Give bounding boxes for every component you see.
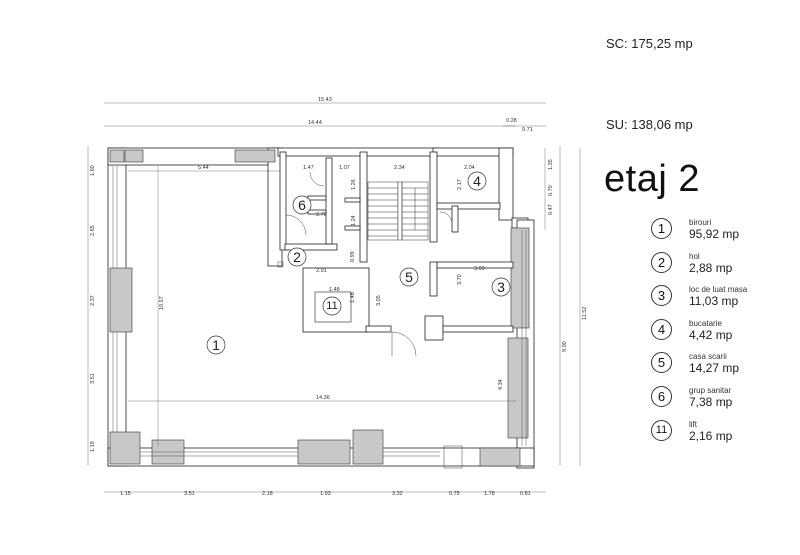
legend-item: 5 casa scarii 14,27 mp <box>651 352 791 378</box>
dim-bottom-8: 0.81 <box>520 491 531 497</box>
dim-top-inner: 14.44 <box>308 120 322 126</box>
dim-bottom-5: 3.32 <box>392 491 403 497</box>
legend-room-area: 95,92 mp <box>689 227 740 241</box>
doors <box>277 171 463 469</box>
dim-left-3: 2.37 <box>90 295 96 306</box>
room-label-1: 1 <box>212 337 220 353</box>
dim-bottom-4: 1.93 <box>320 491 331 497</box>
dim-right-5: 9.00 <box>562 341 568 352</box>
legend-item: 11 lift 2,16 mp <box>651 419 791 446</box>
legend-room-area: 14,27 mp <box>689 361 740 376</box>
dim-inner-8: 1.24 <box>351 215 357 226</box>
dim-inner-16: 3.05 <box>376 295 382 306</box>
dim-inner-14: 1.48 <box>329 287 340 293</box>
room-label-5: 5 <box>405 269 413 285</box>
dim-left-4: 3.51 <box>90 373 96 384</box>
dim-inner-10: 2.91 <box>316 268 327 274</box>
legend-item: 1 birouri 95,92 mp <box>651 218 791 244</box>
legend-number: 2 <box>651 251 672 273</box>
room-label-3: 3 <box>497 279 505 295</box>
dim-right-2: 0.70 <box>548 185 554 196</box>
dim-right-3: 0.47 <box>548 204 554 215</box>
dim-inner-6: 1.26 <box>351 179 357 190</box>
legend-number: 6 <box>651 385 672 407</box>
room-legend: 1 birouri 95,92 mp 2 hol 2,88 mp 3 loc d… <box>651 218 791 453</box>
legend-room-name: loc de luat masa <box>689 285 748 295</box>
dim-bottom-2: 3.51 <box>184 491 195 497</box>
legend-room-area: 2,16 mp <box>689 428 733 443</box>
total-built-area: SC: 175,25 mp <box>606 36 693 51</box>
legend-room-area: 4,42 mp <box>689 327 733 342</box>
dim-top-b: 0.28 <box>506 118 517 124</box>
dim-top-c: 0.71 <box>522 127 533 133</box>
room-labels: 1 2 3 4 5 6 11 <box>206 171 511 355</box>
legend-room-name: grup sanitar <box>689 385 732 395</box>
legend-number: 5 <box>651 352 672 374</box>
legend-number: 3 <box>651 285 672 307</box>
legend-number: 1 <box>651 218 672 239</box>
dim-inner-19: 4.34 <box>498 379 504 390</box>
wall-fill <box>109 149 530 467</box>
room-label-2: 2 <box>293 249 301 265</box>
legend-item: 2 hol 2,88 mp <box>651 251 791 278</box>
stairs <box>367 181 429 241</box>
dim-left-5: 1.19 <box>90 441 96 452</box>
legend-number: 4 <box>651 318 672 340</box>
dim-inner-12: 3.03 <box>474 266 485 272</box>
dim-bottom-3: 2.18 <box>262 491 273 497</box>
legend-room-name: lift <box>689 419 697 429</box>
dim-inner-13: 3.70 <box>457 274 463 285</box>
dim-inner-9: 2.17 <box>457 179 463 190</box>
dim-left-1: 1.60 <box>90 165 96 176</box>
usable-area: SU: 138,06 mp <box>606 117 693 132</box>
legend-room-name: bucatarie <box>689 318 722 328</box>
legend-room-area: 7,38 mp <box>689 394 733 409</box>
legend-item: 6 grup sanitar 7,38 mp <box>651 385 791 412</box>
dim-bottom-7: 1.78 <box>484 491 495 497</box>
legend-room-area: 11,03 mp <box>689 294 739 309</box>
dim-inner-4: 2.34 <box>394 165 405 171</box>
dim-inner-1: 5.44 <box>198 165 209 171</box>
dim-inner-15: 1.46 <box>350 292 356 303</box>
dim-inner-18: 14.36 <box>316 395 330 401</box>
dim-inner-5: 2.04 <box>464 165 475 171</box>
dim-bottom-1: 1.15 <box>120 491 131 497</box>
legend-room-area: 2,88 mp <box>689 260 733 275</box>
dimension-lines <box>87 102 581 493</box>
dim-inner-2: 1.47 <box>303 165 314 171</box>
legend-room-name: casa scarii <box>689 352 727 362</box>
dim-right-1: 1.35 <box>548 159 554 170</box>
legend-item: 4 bucatarie 4,42 mp <box>651 318 791 345</box>
dim-total-top: 15.43 <box>318 97 332 103</box>
room-label-4: 4 <box>473 173 481 189</box>
dim-bottom-6: 0.75 <box>449 491 460 497</box>
legend-room-name: hol <box>689 251 700 261</box>
legend-item: 3 loc de luat masa 11,03 mp <box>651 285 791 311</box>
dim-inner-17: 10.57 <box>159 296 165 310</box>
dim-inner-7: 2.76 <box>316 212 327 218</box>
dim-inner-3: 1.07 <box>339 165 350 171</box>
room-label-6: 6 <box>298 197 306 213</box>
dim-right-4: 11.52 <box>582 307 588 320</box>
room-label-11: 11 <box>326 300 337 312</box>
legend-room-name: birouri <box>689 218 712 227</box>
legend-number: 11 <box>651 419 672 441</box>
floor-title: etaj 2 <box>604 158 700 200</box>
dimension-labels: 15.43 14.44 0.28 0.71 1.15 3.51 2.18 1.9… <box>90 97 588 497</box>
dim-left-2: 2.65 <box>90 225 96 236</box>
dim-inner-11: 0.99 <box>350 251 356 262</box>
window-strips <box>112 166 527 457</box>
